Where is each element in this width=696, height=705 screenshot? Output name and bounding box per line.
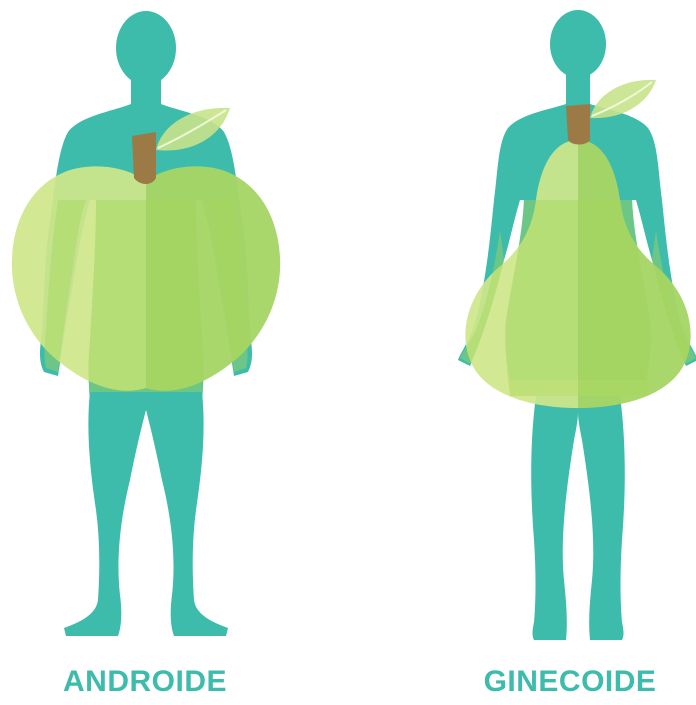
android-label: ANDROIDE	[30, 664, 260, 700]
gynoid-figure	[458, 10, 696, 640]
apple-icon	[12, 108, 280, 392]
pear-stem	[566, 104, 590, 145]
apple-stem	[132, 132, 156, 184]
android-figure	[12, 11, 280, 636]
gynoid-label: GINECOIDE	[450, 664, 690, 700]
